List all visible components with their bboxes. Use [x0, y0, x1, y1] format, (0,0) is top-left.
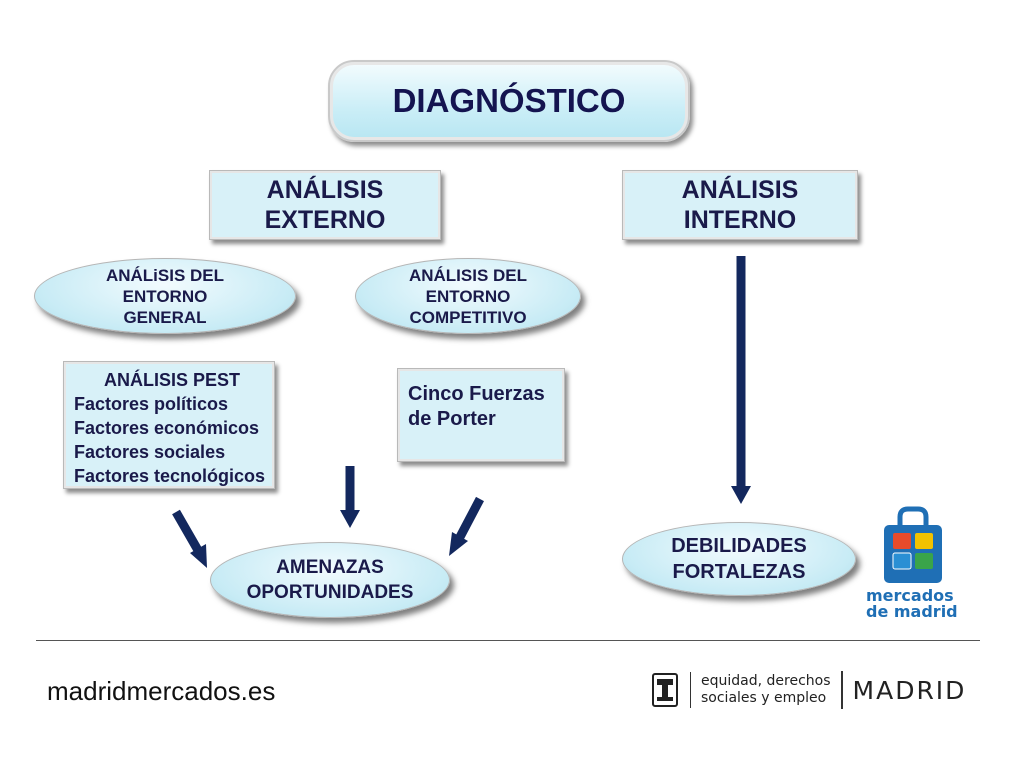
- market-bag-icon: [884, 506, 942, 583]
- footer-website[interactable]: madridmercados.es: [47, 676, 276, 706]
- pest-factor-politicos: Factores políticos: [74, 394, 229, 414]
- mercados-de-madrid-logo: mercados de madrid: [860, 505, 970, 620]
- arrow-pest-to-amenazas: [172, 509, 207, 568]
- footer-divider: [36, 640, 980, 641]
- madrid-crest-icon: [652, 673, 678, 707]
- logo-line1: mercados: [866, 586, 954, 605]
- debilidades-line: DEBILIDADES: [671, 535, 807, 557]
- diagnostico-title: DIAGNÓSTICO: [392, 82, 626, 119]
- entorno-general-oval: ANÁLiSIS DEL ENTORNO GENERAL: [34, 258, 296, 334]
- pest-heading: ANÁLISIS PEST: [103, 370, 241, 390]
- arrow-interno-to-debilidades: [731, 256, 751, 504]
- oportunidades-line: OPORTUNIDADES: [246, 582, 414, 603]
- logo-text: mercados de madrid: [860, 588, 970, 620]
- department-line1: equidad, derechos: [701, 673, 831, 689]
- department-name: equidad, derechos sociales y empleo: [701, 673, 831, 707]
- arrow-center-down: [340, 466, 360, 528]
- logo-line2: de madrid: [866, 602, 958, 621]
- entorno-competitivo-line2: ENTORNO: [425, 286, 511, 306]
- analisis-pest-box: ANÁLISIS PEST Factores políticos Factore…: [63, 361, 275, 489]
- analisis-interno-box: ANÁLISIS INTERNO: [622, 170, 858, 240]
- entorno-general-line2: ENTORNO: [122, 286, 208, 306]
- diagnostico-title-box: DIAGNÓSTICO: [328, 60, 690, 142]
- analisis-interno-line1: ANÁLISIS: [681, 176, 799, 204]
- analisis-externo-line2: EXTERNO: [264, 206, 386, 234]
- amenazas-oportunidades-oval: AMENAZAS OPORTUNIDADES: [210, 542, 450, 618]
- madrid-institutional-logo: equidad, derechos sociales y empleo MADR…: [652, 670, 966, 710]
- logo-divider-1: [690, 672, 691, 708]
- entorno-competitivo-line1: ANÁLISIS DEL: [408, 265, 528, 285]
- analisis-interno-line2: INTERNO: [683, 206, 797, 234]
- pest-factor-sociales: Factores sociales: [74, 442, 226, 462]
- madrid-wordmark: MADRID: [852, 675, 967, 705]
- pest-factor-economicos: Factores económicos: [74, 418, 260, 438]
- entorno-general-line1: ANÁLiSIS DEL: [105, 265, 225, 285]
- debilidades-fortalezas-oval: DEBILIDADES FORTALEZAS: [622, 522, 856, 596]
- entorno-competitivo-line3: COMPETITIVO: [409, 307, 527, 327]
- amenazas-line: AMENAZAS: [276, 557, 384, 578]
- porter-line1: Cinco Fuerzas: [408, 383, 545, 405]
- entorno-competitivo-oval: ANÁLISIS DEL ENTORNO COMPETITIVO: [355, 258, 581, 334]
- analisis-externo-line1: ANÁLISIS: [266, 176, 384, 204]
- arrow-porter-to-amenazas: [449, 496, 484, 556]
- porter-line2: de Porter: [408, 408, 496, 430]
- analisis-externo-box: ANÁLISIS EXTERNO: [209, 170, 441, 240]
- porter-box: Cinco Fuerzas de Porter: [397, 368, 565, 462]
- fortalezas-line: FORTALEZAS: [672, 561, 806, 583]
- logo-divider-2: [840, 671, 843, 709]
- entorno-general-line3: GENERAL: [123, 307, 207, 327]
- pest-factor-tecnologicos: Factores tecnológicos: [74, 466, 266, 486]
- department-line2: sociales y empleo: [701, 690, 827, 706]
